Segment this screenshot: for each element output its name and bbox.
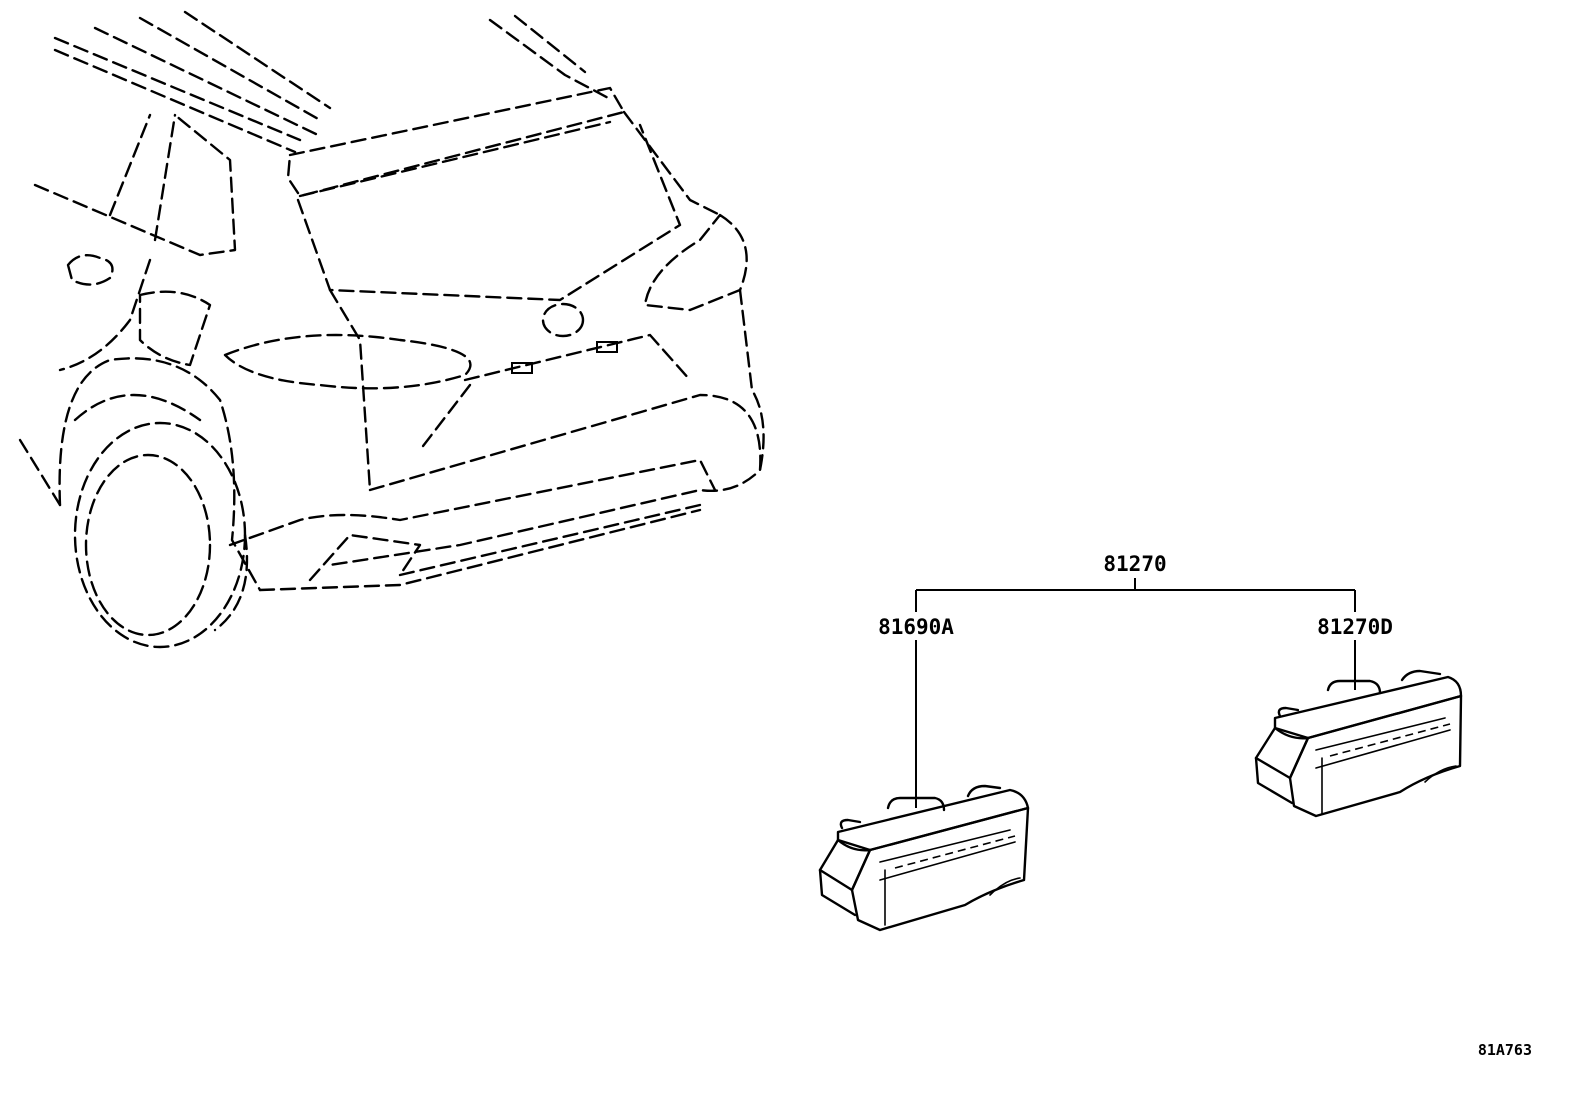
part-number-assembly: 81270 — [1103, 552, 1166, 576]
license-lamp-left-illustration — [818, 784, 1030, 932]
part-number-left-lamp: 81690A — [878, 615, 954, 639]
illustration-reference-code: 81A763 — [1478, 1041, 1532, 1059]
leader-lines — [915, 578, 1356, 808]
license-lamp-right-illustration — [1254, 669, 1463, 818]
vehicle-outline-illustration — [18, 10, 765, 649]
part-number-right-lamp: 81270D — [1317, 615, 1393, 639]
